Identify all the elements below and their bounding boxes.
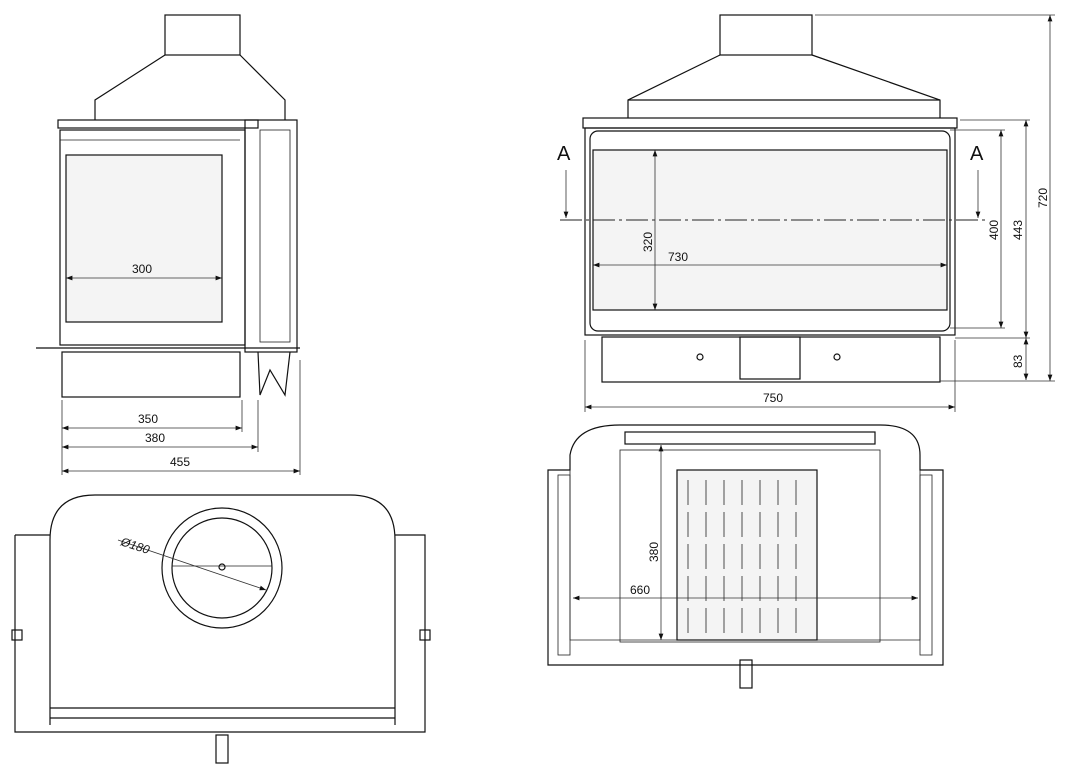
adjustment-lug — [215, 734, 229, 764]
dim-total-height: 720 — [1036, 188, 1050, 208]
body-outline — [49, 494, 396, 725]
dim-base-height: 83 — [1011, 354, 1025, 368]
section-marker-left: A — [557, 143, 571, 165]
base — [601, 336, 941, 383]
dim-total-depth: 455 — [170, 455, 190, 469]
dim-door-height: 400 — [987, 220, 1001, 240]
dim-glass-height: 320 — [641, 232, 655, 252]
side-panel — [244, 119, 298, 353]
flue-opening — [171, 517, 273, 619]
top-plate — [57, 119, 259, 129]
section-marker-right: A — [970, 143, 984, 165]
dim-total-width: 750 — [763, 391, 783, 405]
top-view: Ø180 — [11, 494, 431, 764]
mounting-wings — [14, 534, 426, 733]
dim-base-depth: 350 — [138, 412, 158, 426]
dim-firebox-width: 660 — [630, 583, 650, 597]
flue-ring-outer — [161, 507, 283, 629]
body-outline — [547, 424, 944, 666]
hood — [94, 54, 286, 120]
section-view: 380 660 — [547, 424, 944, 689]
dim-glass-width: 730 — [668, 250, 688, 264]
dim-body-depth: 380 — [145, 431, 165, 445]
glass-panel — [592, 149, 948, 311]
top-plate — [582, 117, 958, 129]
hood — [627, 54, 941, 118]
flue-collar — [164, 14, 241, 56]
bracket — [257, 351, 291, 397]
dim-flue-diameter: Ø180 — [118, 534, 152, 557]
base — [61, 351, 241, 398]
dim-firebox-depth: 380 — [647, 542, 661, 562]
dim-glass-depth: 300 — [132, 262, 152, 276]
firebox — [619, 449, 881, 643]
adjustment-lug — [739, 659, 753, 689]
dim-body-height: 443 — [1011, 220, 1025, 240]
door-frame — [584, 127, 956, 336]
glass-panel — [65, 154, 223, 323]
side-view: 300 350 380 455 — [36, 14, 301, 475]
front-view: A A 320 730 750 400 443 83 720 — [557, 14, 1055, 412]
grate — [676, 469, 818, 641]
grate-slots — [687, 480, 797, 633]
flue-collar — [719, 14, 813, 56]
